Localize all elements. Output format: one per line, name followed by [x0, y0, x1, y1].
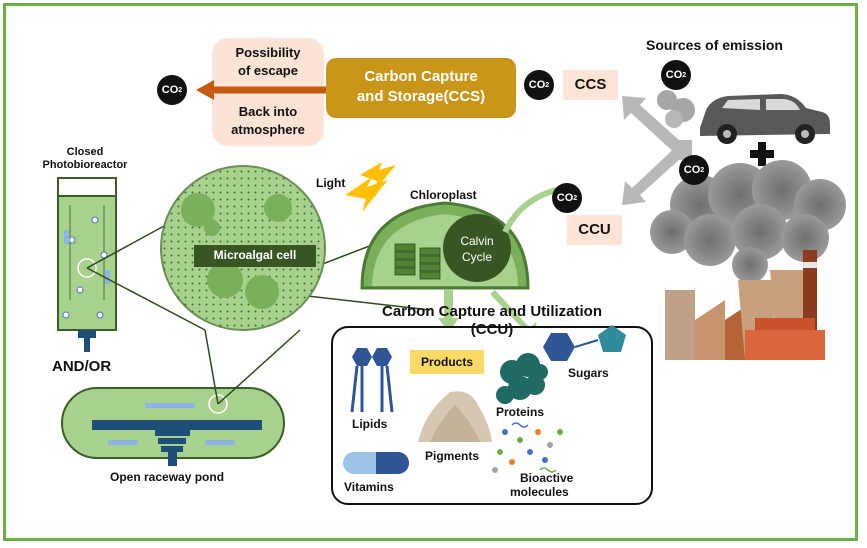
proteins-label: Proteins: [496, 405, 545, 419]
calvin-cycle-label-line1: Calvin: [460, 234, 494, 248]
ccs-box: [326, 58, 516, 118]
bioactive-label-line1: Bioactive: [520, 471, 574, 485]
escape-text-line2: of escape: [238, 63, 298, 78]
light-label: Light: [316, 176, 346, 190]
ccs-box-title-line2: and Storage(CCS): [356, 88, 486, 105]
ccs-tag-box: [563, 70, 618, 100]
and-or-label: AND/OR: [52, 358, 112, 375]
chloroplast-label: Chloroplast: [410, 188, 477, 202]
ccu-tag-box: [567, 215, 622, 245]
pigments-label: Pigments: [425, 449, 480, 463]
escape-arrow: [196, 80, 330, 100]
closed-pbr-label-line1: Closed: [66, 146, 104, 158]
sugars-icon: [543, 325, 626, 361]
open-raceway-pond: [61, 387, 285, 466]
microalgal-cell-label-box: [194, 245, 316, 267]
lightning-icon: [345, 162, 396, 212]
sources-of-emission-title: Sources of emission: [646, 37, 783, 53]
bioactive-label-line2: molecules: [510, 485, 569, 499]
closed-photobioreactor: [57, 177, 117, 352]
car-icon: [657, 90, 830, 144]
vitamins-label: Vitamins: [344, 480, 394, 494]
calvin-cycle-label-line2: Cycle: [461, 250, 492, 264]
bioactive-molecules-icon: [492, 422, 563, 473]
ccu-title-line2: (CCU): [470, 321, 514, 338]
atmosphere-text-line1: Back into: [238, 104, 298, 119]
sugars-label: Sugars: [568, 366, 609, 380]
lipids-icon: [350, 348, 394, 413]
open-raceway-pond-label: Open raceway pond: [110, 470, 225, 484]
plus-icon: [750, 142, 774, 166]
vitamins-icon: [343, 452, 409, 474]
proteins-icon: [496, 353, 548, 404]
ccs-tag: CCS: [574, 76, 607, 93]
atmosphere-text-line2: atmosphere: [231, 122, 305, 137]
ccu-tag: CCU: [578, 221, 611, 238]
products-label: Products: [420, 355, 473, 369]
chloroplast: [360, 187, 557, 290]
products-box: [410, 350, 484, 374]
pigments-icon: [418, 391, 492, 442]
lipids-label: Lipids: [352, 417, 388, 431]
ccu-title-line1: Carbon Capture and Utilization: [381, 303, 602, 320]
factory-icon: [665, 250, 825, 360]
diagram-border: [3, 3, 858, 541]
closed-pbr-label-line2: Photobioreactor: [42, 159, 128, 171]
ccs-box-title-line1: Carbon Capture: [364, 68, 478, 85]
escape-text-line1: Possibility: [235, 45, 301, 60]
microalgal-cell-label: Microalgal cell: [213, 248, 297, 262]
